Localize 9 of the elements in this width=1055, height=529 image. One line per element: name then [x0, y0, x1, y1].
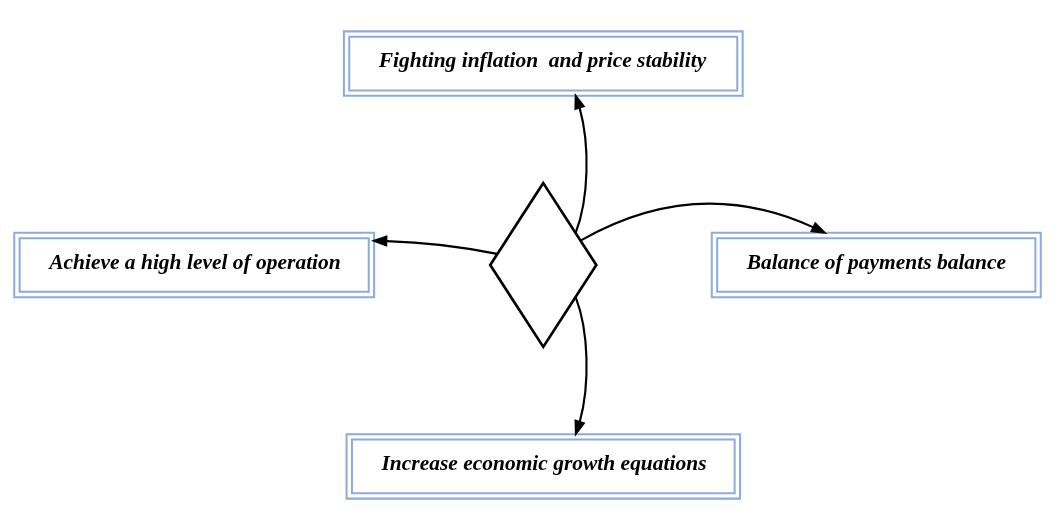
node-diamond: [488, 180, 598, 349]
node-box: Increase economic growth equations: [345, 432, 741, 500]
node-box: Balance of payments balance: [710, 231, 1042, 298]
arrow: [580, 202, 828, 241]
arrow: [370, 234, 498, 255]
node-box: Achieve a high level of operation: [13, 231, 376, 298]
arrow: [574, 296, 588, 437]
node-box: Fighting inflation and price stability: [342, 29, 744, 97]
arrow: [574, 92, 588, 233]
